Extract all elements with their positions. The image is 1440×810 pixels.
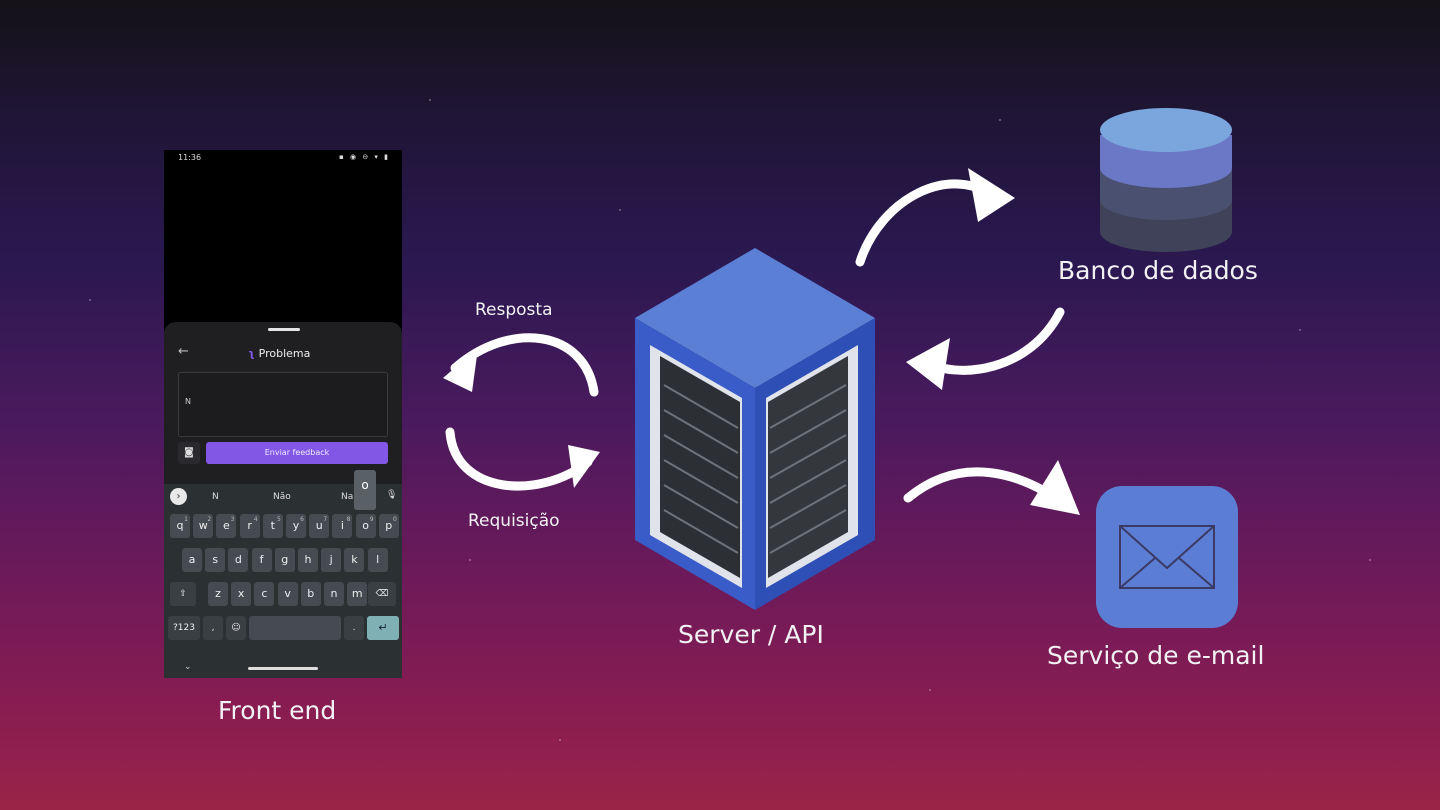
period-key[interactable]: . [344,616,364,640]
front-end-label: Front end [218,696,337,725]
suggestion-1[interactable]: N [212,492,219,502]
request-label: Requisição [468,511,560,531]
keyboard-row-4: ?123 , ☺ . ↵ [164,616,402,642]
database-icon [1100,108,1232,252]
key-c[interactable]: c [254,582,275,606]
key-a[interactable]: a [182,548,202,572]
key-d[interactable]: d [228,548,249,572]
symbols-key[interactable]: ?123 [168,616,200,640]
request-arrow [445,427,593,491]
number-hint: 8 [346,516,351,523]
suggestion-2[interactable]: Não [273,492,291,502]
mic-icon[interactable]: 🎙 [386,490,398,500]
suggestion-3[interactable]: Na [341,492,354,502]
home-pill[interactable] [248,667,318,670]
key-v[interactable]: v [277,582,298,606]
expand-icon[interactable]: › [170,488,187,505]
key-l[interactable]: l [367,548,388,572]
status-time: 11:36 [178,153,202,162]
key-g[interactable]: g [274,548,295,572]
number-hint: 7 [323,516,328,523]
send-feedback-button[interactable]: Enviar feedback [206,442,388,464]
number-hint: 2 [207,516,212,523]
key-s[interactable]: s [205,548,226,572]
database-label: Banco de dados [1058,256,1258,285]
backspace-icon[interactable]: ⌫ [368,582,396,606]
number-hint: 9 [369,516,374,523]
space-key[interactable] [249,616,341,640]
key-j[interactable]: j [321,548,342,572]
camera-icon[interactable]: ◙ [178,442,200,464]
key-f[interactable]: f [251,548,272,572]
emoji-icon[interactable]: ☺ [226,616,246,640]
number-hint: 3 [230,516,235,523]
number-hint: 0 [392,516,397,523]
key-h[interactable]: h [298,548,318,572]
number-hint: 5 [276,516,281,523]
key-popup: o [354,470,376,510]
sheet-title-text: Problema [258,347,311,360]
number-hint: 4 [253,516,258,523]
shift-icon[interactable]: ⇧ [170,582,196,606]
server-label: Server / API [678,620,824,649]
status-bar: 11:36 ▪ ◉ ⊖ ▾ ▮ [164,150,402,166]
response-arrow [450,333,599,397]
status-icons: ▪ ◉ ⊖ ▾ ▮ [339,153,390,161]
email-label: Serviço de e-mail [1047,641,1265,670]
response-label: Resposta [475,300,553,320]
suggestion-bar: › N Não Na 🎙 o [164,470,402,510]
key-x[interactable]: x [231,582,252,606]
sheet-handle[interactable] [268,328,300,331]
key-b[interactable]: b [300,582,321,606]
bug-icon: ʅ [248,347,255,360]
enter-icon[interactable]: ↵ [367,616,399,640]
nav-bar: ⌄ [164,660,402,678]
number-hint: 1 [184,516,188,523]
server-icon [635,248,875,610]
number-hint: 6 [300,516,304,523]
key-n[interactable]: n [324,582,344,606]
key-z[interactable]: z [208,582,228,606]
key-k[interactable]: k [344,548,365,572]
feedback-text-value: N [185,397,191,406]
feedback-textarea[interactable]: N [178,372,388,437]
chevron-down-icon[interactable]: ⌄ [184,662,192,672]
comma-key[interactable]: , [203,616,223,640]
envelope-icon [1096,486,1238,628]
back-arrow-icon[interactable]: ← [178,344,189,359]
key-m[interactable]: m [347,582,368,606]
